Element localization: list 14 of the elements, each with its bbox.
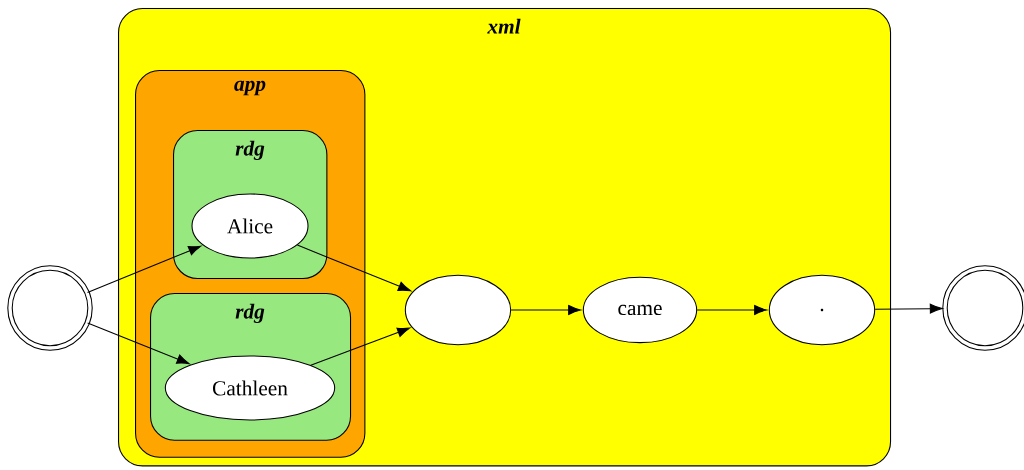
arrow [510,305,582,315]
arrow [696,305,768,315]
ellipse-node: . [768,274,876,346]
double-circle [942,265,1024,351]
ellipse-node: came [582,276,698,344]
ellipse-node: Cathleen [164,355,336,421]
arrow [87,322,190,365]
ellipse-node [404,274,512,346]
arrow [310,327,411,366]
arrow [874,303,943,314]
arrow [296,244,412,292]
arrow [86,245,202,294]
ellipse-node: Alice [191,193,309,259]
double-circle [7,265,93,351]
